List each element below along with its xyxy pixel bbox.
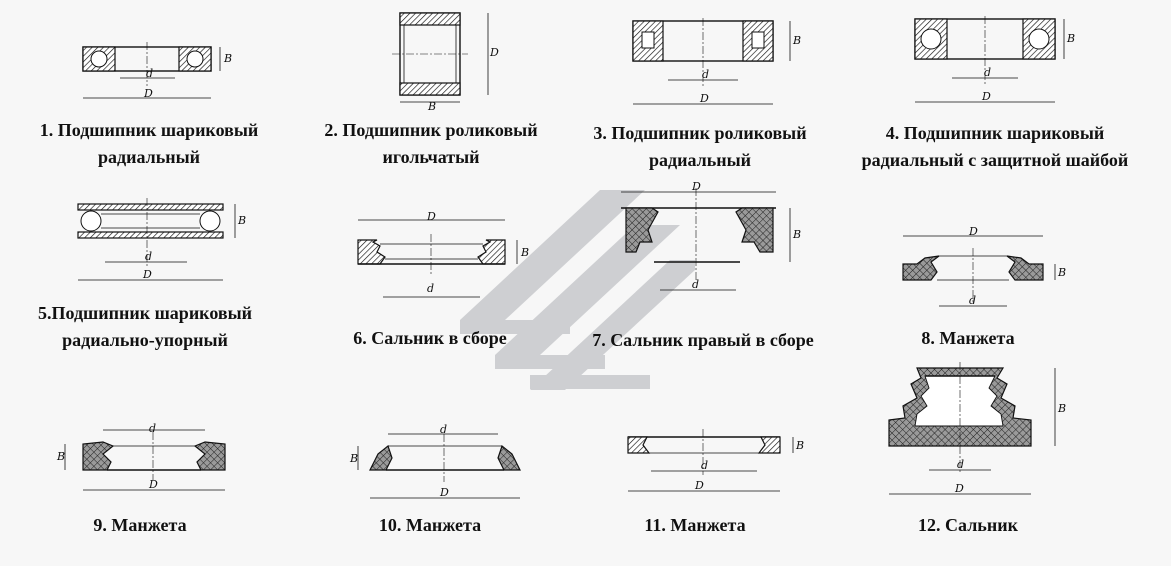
item-10: d D B — [348, 420, 533, 505]
dim-label-d: d — [702, 68, 709, 81]
dim-label-d: d — [146, 67, 153, 80]
diagram-boot-seal: d D B — [888, 362, 1066, 495]
item-4: d D B — [912, 16, 1077, 116]
caption-5: 5.Подшипник шариковый радиально-упорный — [37, 303, 253, 350]
diagram-cuff-11: d D B — [627, 429, 804, 492]
dim-label-D: D — [489, 46, 499, 59]
dim-label-d: d — [969, 294, 976, 307]
item-6: D d B — [355, 210, 540, 302]
dim-label-D: D — [694, 479, 704, 492]
item-2: D B — [390, 10, 510, 115]
diagram-cuff-9: d D B — [56, 422, 226, 491]
item-3: d D B — [630, 18, 805, 118]
dim-label-B: B — [792, 228, 801, 241]
dim-label-D: D — [981, 90, 991, 103]
dim-label-B: B — [56, 450, 65, 463]
caption-11: 11. Манжета — [644, 515, 746, 535]
dim-label-D: D — [439, 486, 449, 499]
caption-12: 12. Сальник — [918, 515, 1018, 535]
dim-label-D: D — [691, 180, 701, 193]
dim-label-B: B — [1057, 402, 1066, 415]
item-1: d D B — [80, 42, 240, 112]
dim-label-D: D — [968, 225, 978, 238]
diagram-seal-assembly: D d B — [357, 210, 529, 298]
dim-label-d: d — [957, 458, 964, 471]
caption-10: 10. Манжета — [378, 515, 482, 535]
dim-label-B: B — [427, 100, 436, 113]
dim-label-B: B — [792, 34, 801, 47]
dim-label-D: D — [148, 478, 158, 491]
dim-label-B: B — [237, 214, 246, 227]
item-8: D d B — [895, 224, 1075, 314]
item-5: d D B — [75, 196, 250, 291]
dim-label-B: B — [520, 246, 529, 259]
caption-1: 1. Подшипник шариковый радиальный — [39, 120, 259, 167]
caption-7: 7. Сальник правый в сборе — [592, 330, 814, 350]
dim-label-D: D — [143, 87, 153, 100]
dim-label-B: B — [349, 452, 358, 465]
diagram-cuff-10: d D B — [349, 423, 521, 499]
item-7: D d B — [618, 180, 803, 305]
caption-6: 6. Сальник в сборе — [353, 328, 507, 348]
item-12: d D B — [885, 362, 1070, 502]
dim-label-d: d — [427, 282, 434, 295]
caption-2: 2. Подшипник роликовый игольчатый — [324, 120, 538, 167]
dim-label-d: d — [149, 422, 156, 435]
diagram-seal-right-assembly: D d B — [621, 180, 801, 291]
dim-label-B: B — [795, 439, 804, 452]
dim-label-d: d — [440, 423, 447, 436]
dim-label-D: D — [954, 482, 964, 495]
diagram-roller-bearing-radial: d D B — [632, 18, 801, 105]
dim-label-d: d — [984, 66, 991, 79]
caption-3: 3. Подшипник роликовый радиальный — [593, 123, 807, 170]
dim-label-B: B — [1057, 266, 1066, 279]
diagram-angular-contact-bearing: d D B — [77, 198, 246, 281]
watermark-logo — [460, 190, 695, 390]
item-11: d D B — [625, 425, 810, 505]
diagram-ball-bearing-radial: d D B — [82, 42, 232, 100]
caption-8: 8. Манжета — [921, 328, 1015, 348]
caption-9: 9. Манжета — [93, 515, 187, 535]
dim-label-D: D — [426, 210, 436, 223]
dim-label-d: d — [692, 278, 699, 291]
dim-label-d: d — [701, 459, 708, 472]
dim-label-D: D — [699, 92, 709, 105]
diagram-ball-bearing-shielded: d D B — [914, 16, 1075, 103]
dim-label-B: B — [1066, 32, 1075, 45]
diagram-needle-roller-bearing: D B — [392, 12, 499, 113]
caption-4: 4. Подшипник шариковый радиальный с защи… — [861, 123, 1129, 170]
dim-label-D: D — [142, 268, 152, 281]
item-9: d D B — [55, 420, 240, 500]
dim-label-d: d — [145, 250, 152, 263]
diagram-cuff-8: D d B — [902, 225, 1066, 307]
dim-label-B: B — [223, 52, 232, 65]
